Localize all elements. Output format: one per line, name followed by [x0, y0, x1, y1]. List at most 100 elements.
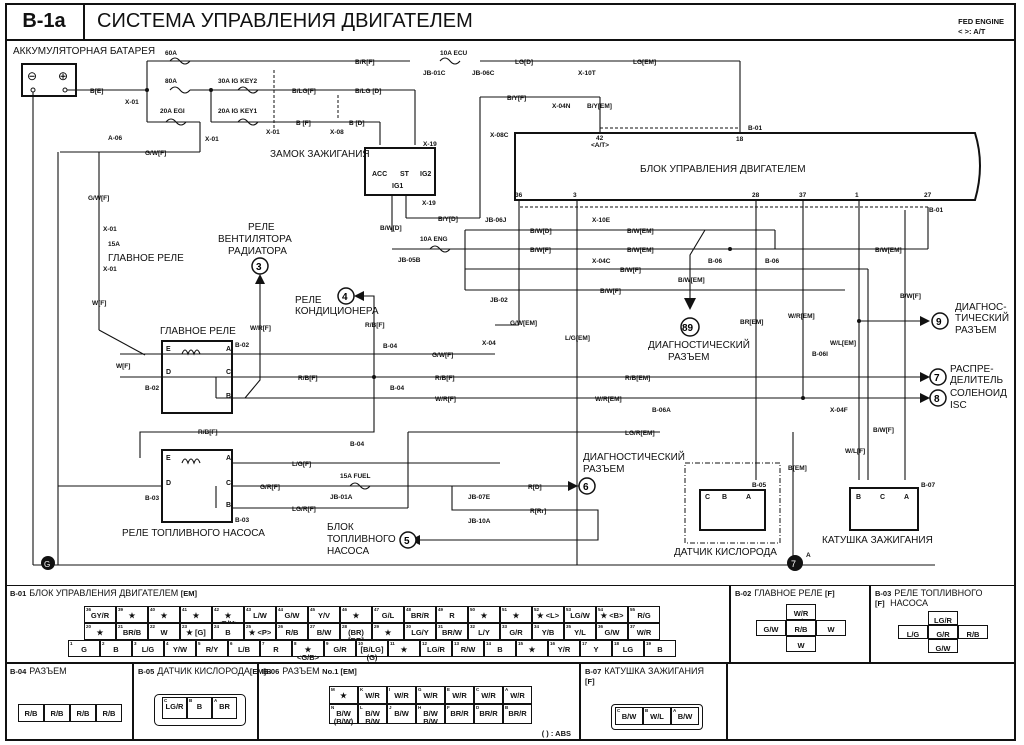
ignition-switch	[364, 147, 436, 196]
connector-label: X-01	[103, 266, 117, 273]
pin-wire-color: B	[196, 702, 203, 711]
connector-label: X-04N	[552, 103, 571, 110]
pin-number: F	[447, 705, 450, 710]
pin-label: A	[806, 552, 811, 559]
diag-label: ДИАГНОСТИЧЕСКИЙ	[583, 450, 685, 463]
svg-text:B: B	[226, 502, 231, 509]
wire-label: B/W[EM]	[627, 247, 654, 254]
pin-wire-color: ★	[400, 645, 408, 654]
wire-label: B/W[F]	[620, 267, 641, 274]
b01-pin-cell: 41★	[180, 606, 212, 623]
pin-wire-color: LG/Y	[411, 628, 429, 637]
ecu-pin-label: 3	[573, 192, 577, 199]
fuse-label: 10A ENG	[420, 236, 448, 243]
connector-label: X-01	[266, 129, 280, 136]
b01-pin-cell: 50★	[468, 606, 500, 623]
pin-wire-color: R/B	[24, 709, 38, 718]
b01-pin-cell: 15★	[516, 640, 548, 657]
ecu-pin-label: 37	[799, 192, 807, 199]
panel-title: РАЗЪЕМ	[282, 666, 320, 676]
pin-wire-color: G/R	[509, 628, 523, 637]
svg-text:D: D	[166, 480, 171, 487]
diag-label: РАЗЪЕМ	[955, 325, 997, 336]
isc-label: ISC	[950, 400, 967, 411]
wire-label: B [D]	[349, 120, 365, 127]
pin-number: 13	[454, 641, 460, 646]
fuse-icon	[237, 86, 259, 94]
connector-label: X-04F	[830, 407, 848, 414]
pin-number: 29	[374, 624, 380, 629]
ref-number: 9	[936, 317, 942, 328]
pin-number: J	[389, 705, 392, 710]
b01-pin-cell: 25★ <P>	[244, 623, 276, 640]
pin-wire-color: W/R	[423, 691, 438, 700]
fuse-icon	[439, 57, 461, 65]
oxygen-sensor	[699, 489, 766, 531]
pin-number: N	[331, 705, 335, 710]
pin-number: 31	[438, 624, 444, 629]
wire-label: B/Y[F]	[507, 95, 526, 102]
pin-cell: W	[827, 625, 835, 634]
pin-wire-color: B	[113, 645, 119, 654]
connector-label: X-01	[205, 136, 219, 143]
panel-tag: No.1 [EM]	[322, 667, 357, 676]
pin-wire-color: R/B	[50, 709, 64, 718]
ecu-label: БЛОК УПРАВЛЕНИЯ ДВИГАТЕЛЕМ	[640, 164, 806, 175]
pin-number: A	[214, 698, 218, 703]
pin-cell: G/W	[935, 644, 951, 653]
b01-pin-cell: 23★ [G]	[180, 623, 212, 640]
fuel-pump-relay-label: РЕЛЕ ТОПЛИВНОГО НАСОСА	[122, 528, 265, 539]
svg-text:ST: ST	[400, 171, 410, 178]
wire-label: W/L[EM]	[830, 340, 856, 347]
fuse-label: 10A ECU	[440, 50, 468, 57]
svg-text:C: C	[226, 480, 231, 487]
wire-label: B[EM]	[788, 465, 807, 472]
connector-label: X-19	[422, 200, 436, 207]
wire-label: LG[EM]	[633, 59, 656, 66]
pin-wire-color: B/W B/W	[365, 709, 380, 726]
pin-number: 40	[150, 607, 156, 612]
b01-pin-cell: 8★ <G/B>	[292, 640, 324, 662]
fan-relay-label: РЕЛЕ	[248, 222, 275, 233]
pin-wire-color: ★	[512, 611, 520, 620]
connector-label: B-06	[708, 258, 722, 265]
pin-cell: LG/R	[934, 616, 952, 625]
ref-7	[929, 368, 947, 386]
ref-number: 89	[682, 323, 694, 334]
pin-wire-color: LG/W	[570, 611, 590, 620]
pin-number: 32	[470, 624, 476, 629]
pin-wire-color: W/L	[650, 712, 664, 721]
wire-label: LG/R[F]	[292, 506, 316, 513]
wire-label: B/Y[EM]	[587, 103, 612, 110]
pin-wire-color: ★ <B>	[600, 611, 624, 620]
pin-number: 17	[582, 641, 588, 646]
diagram-code: B-1a	[5, 3, 85, 39]
fuel-pump-label: НАСОСА	[327, 546, 369, 557]
pin-number: 27	[310, 624, 316, 629]
b01-pin-cell: 11★	[388, 640, 420, 657]
pin-wire-color: BR	[219, 702, 230, 711]
pin-number: D	[476, 705, 480, 710]
fuse-icon	[237, 118, 259, 126]
wire-label: W/R[F]	[435, 396, 456, 403]
pin-number: 24	[214, 624, 220, 629]
wire-label: R/B[EM]	[625, 375, 650, 382]
battery	[21, 63, 77, 97]
pin-wire-color: ★	[480, 611, 488, 620]
